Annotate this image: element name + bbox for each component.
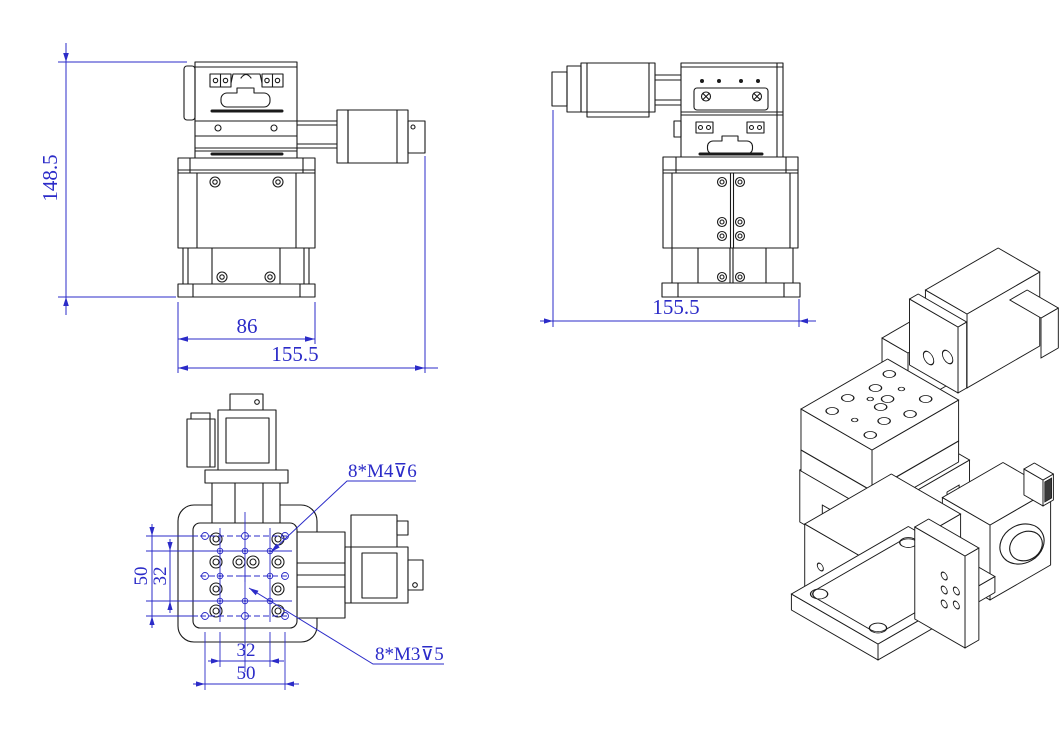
side-base bbox=[661, 156, 801, 298]
top-view: 50 32 32 50 8*M4⊽6 8*M3⊽ bbox=[131, 393, 444, 690]
plate-center-mark bbox=[239, 570, 251, 582]
front-dim-width-overall: 155.5 bbox=[178, 156, 438, 373]
callout-m3: 8*M3⊽5 bbox=[248, 587, 444, 665]
callout-m4-text: 8*M4⊽6 bbox=[348, 461, 417, 482]
top-dim-outer-vertical: 50 bbox=[131, 524, 155, 628]
callout-m3-text: 8*M3⊽5 bbox=[375, 644, 444, 665]
front-view: 148.5 86 155.5 bbox=[38, 43, 438, 373]
m4-holes bbox=[216, 547, 274, 605]
front-dim-width-base-text: 86 bbox=[237, 314, 258, 338]
top-dim-outer-horizontal: 50 bbox=[193, 663, 299, 687]
front-dim-width-overall-text: 155.5 bbox=[271, 342, 318, 366]
top-dim-inner-horizontal-text: 32 bbox=[237, 640, 256, 661]
isometric-view bbox=[790, 247, 1059, 661]
stage-screws bbox=[209, 532, 285, 618]
front-stage bbox=[183, 61, 298, 159]
iso-bracket bbox=[914, 518, 980, 649]
side-stage bbox=[673, 62, 784, 158]
side-motor bbox=[551, 62, 682, 118]
side-dim-width-overall-text: 155.5 bbox=[652, 295, 699, 319]
front-base bbox=[177, 157, 316, 298]
iso-motor-connector bbox=[1023, 462, 1055, 507]
side-dim-width-overall: 155.5 bbox=[540, 110, 816, 327]
front-dim-height: 148.5 bbox=[38, 43, 187, 315]
iso-bracket-screws bbox=[940, 571, 960, 610]
top-dim-outer-vertical-text: 50 bbox=[131, 567, 152, 586]
top-x-motor bbox=[296, 514, 424, 619]
top-stage-plate bbox=[146, 512, 298, 690]
top-z-motor bbox=[186, 393, 289, 524]
top-dim-inner-vertical: 32 bbox=[150, 539, 173, 613]
top-dim-inner-vertical-text: 32 bbox=[150, 567, 171, 586]
side-view: 155.5 bbox=[540, 62, 816, 327]
iso-upper-mount-plate bbox=[908, 293, 968, 394]
top-dim-inner-horizontal: 32 bbox=[208, 640, 284, 664]
top-dim-outer-horizontal-text: 50 bbox=[237, 663, 256, 684]
callout-m4: 8*M4⊽6 bbox=[270, 461, 417, 553]
iso-top-stage-holes bbox=[825, 370, 933, 439]
front-dim-height-text: 148.5 bbox=[38, 154, 62, 201]
front-dim-width-base: 86 bbox=[177, 302, 316, 373]
front-motor bbox=[296, 109, 426, 164]
